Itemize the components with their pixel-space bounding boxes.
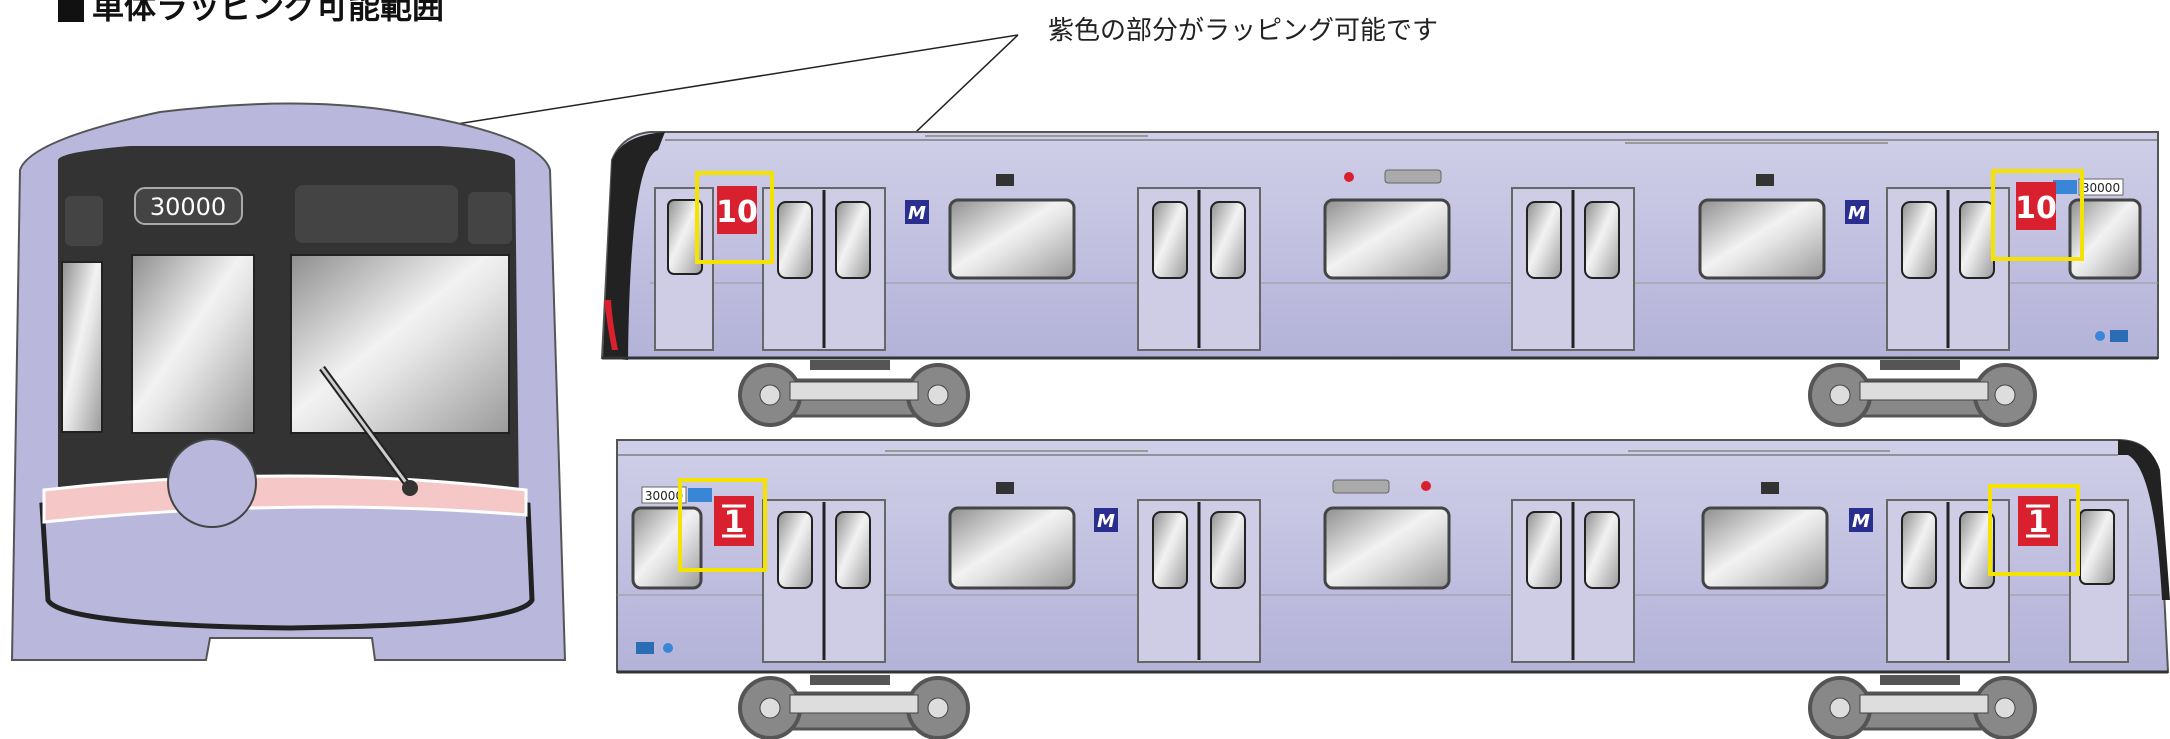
wrap-area-note: 紫色の部分がラッピング可能です <box>1048 16 1439 46</box>
lower-door-windows <box>777 509 2115 589</box>
lower-logo-2: M <box>1849 508 1873 532</box>
upper-door-windows <box>667 199 1995 279</box>
upper-lamp <box>1344 172 1354 182</box>
upper-car: M M 30000 10 10 <box>600 131 2159 360</box>
lower-car-number-small: 30000 <box>645 489 683 503</box>
lower-indicator <box>1332 479 1390 494</box>
upper-highlight-box-left <box>695 171 774 264</box>
lower-vent-1 <box>996 482 1014 494</box>
svg-text:1: 1 <box>724 505 745 540</box>
upper-highlight-box-right <box>1991 169 2084 261</box>
page-title-text: 車体ラッピング可能範囲 <box>92 0 445 26</box>
front-window-left <box>131 254 255 434</box>
front-display-right <box>295 185 458 243</box>
front-coupler-cover <box>167 438 257 528</box>
upper-indicator <box>1384 169 1442 184</box>
lower-wheelchair-icon <box>688 488 712 502</box>
svg-text:1: 1 <box>2028 505 2049 540</box>
upper-car-nose <box>603 132 665 360</box>
svg-text:10: 10 <box>716 195 758 230</box>
lower-car-label-left: 1 <box>678 478 767 572</box>
upper-side-windows <box>948 198 2142 280</box>
svg-text:M: M <box>1852 511 1870 532</box>
lower-car: M M 30000 1 1 <box>616 439 2170 674</box>
callout-line-front <box>399 34 1019 134</box>
upper-trucks <box>738 360 2037 427</box>
front-car-number: 30000 <box>150 193 226 221</box>
title-bullet-icon <box>58 0 84 22</box>
lower-highlight-box-left <box>678 478 767 572</box>
upper-wheelchair-icon <box>2053 180 2077 194</box>
svg-text:M: M <box>908 203 926 224</box>
svg-text:M: M <box>1848 203 1866 224</box>
lower-lamp <box>1421 481 1431 491</box>
upper-vent-1 <box>996 174 1014 186</box>
svg-text:M: M <box>1097 511 1115 532</box>
lower-vent-2 <box>1761 482 1779 494</box>
lower-trucks <box>738 675 2037 739</box>
upper-vent-2 <box>1756 174 1774 186</box>
front-destination-box <box>134 187 243 225</box>
upper-car-label-left: 10 <box>695 171 774 264</box>
front-marker-left <box>65 196 103 246</box>
upper-car-label-right: 10 <box>1991 169 2084 261</box>
upper-logo-1: M <box>905 200 929 224</box>
lower-car-label-right: 1 <box>1988 484 2080 576</box>
front-side-window <box>61 261 103 433</box>
page-title: 車体ラッピング可能範囲 <box>58 0 444 28</box>
lower-highlight-box-right <box>1988 484 2080 576</box>
lower-logo-1: M <box>1094 508 1118 532</box>
svg-text:10: 10 <box>2015 191 2057 226</box>
lower-car-nose <box>2118 440 2170 600</box>
upper-car-number-small: 30000 <box>2082 181 2120 195</box>
upper-logo-2: M <box>1845 200 1869 224</box>
front-view: 30000 <box>10 102 567 661</box>
front-marker-right <box>468 192 512 244</box>
front-window-right <box>290 254 510 434</box>
